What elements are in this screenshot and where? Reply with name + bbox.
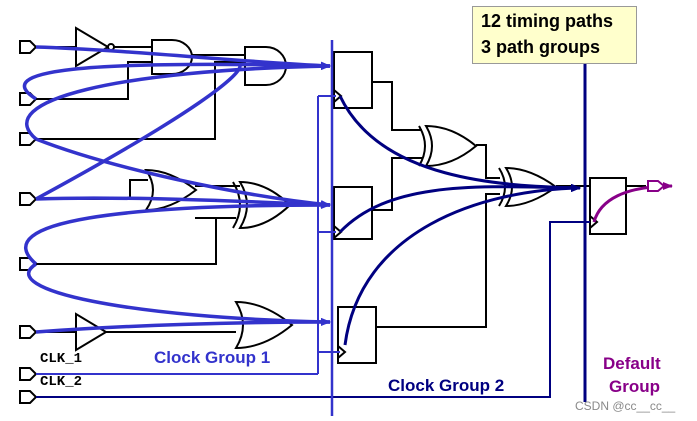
timing-paths-count: 12 timing paths	[481, 11, 614, 31]
clock-group-2-label: Clock Group 2	[388, 376, 505, 395]
output-port	[647, 180, 666, 192]
input-port-1	[19, 40, 38, 54]
flip-flop-3	[337, 306, 377, 364]
timing-paths-group-2	[338, 95, 581, 346]
clk2-label: CLK_2	[40, 374, 83, 390]
path-groups-count: 3 path groups	[481, 37, 601, 57]
clk1-label: CLK_1	[40, 351, 83, 367]
input-port-clk2	[19, 390, 38, 404]
buffer-gate-bottom	[75, 312, 108, 352]
buffer-gate-top	[75, 26, 110, 68]
clock-group-1-label: Clock Group 1	[154, 348, 271, 367]
default-group-label-line2: Group	[609, 377, 660, 396]
default-group-label-line1: Default	[603, 354, 661, 373]
flip-flops	[333, 51, 627, 364]
flip-flop-output	[589, 177, 627, 235]
clock-wiring	[36, 89, 599, 398]
xor-gate-2	[424, 124, 478, 168]
or-gate-1	[144, 168, 198, 212]
flip-flop-1	[333, 51, 373, 109]
logic-gates	[75, 26, 558, 352]
clk2-line	[36, 221, 590, 398]
watermark: CSDN @cc__cc__	[575, 399, 676, 413]
input-port-6	[19, 325, 38, 339]
or-gate-2	[234, 300, 294, 350]
input-port-4	[19, 192, 38, 206]
xor-gate-2-backline	[418, 125, 426, 167]
timing-summary-box: 12 timing paths 3 path groups	[472, 6, 637, 64]
input-port-clk1	[19, 367, 38, 381]
timing-paths-group-1	[22, 45, 331, 334]
